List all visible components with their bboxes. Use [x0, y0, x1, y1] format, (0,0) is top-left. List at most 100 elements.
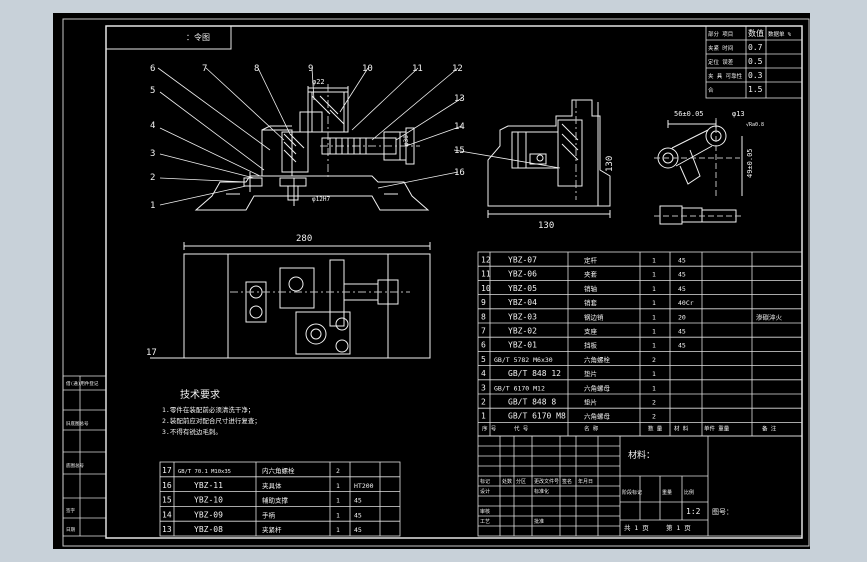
param-cell: 夹紧 时间	[708, 44, 733, 52]
bom-left-cell: 夹具体	[262, 481, 282, 490]
bom-right-cell: YBZ-03	[508, 312, 537, 321]
bom-right-cell: YBZ-05	[508, 284, 537, 293]
roughness: √Ra0.8	[746, 122, 764, 128]
bom-left-cell: 15	[162, 496, 172, 505]
bom-header-cell: 代 号	[514, 424, 529, 432]
bom-right-cell: 4	[481, 369, 486, 378]
title-block-grid	[477, 435, 803, 537]
bom-right-cell: 1	[652, 384, 656, 392]
title-label-design: 设计	[480, 488, 490, 495]
tech-req-line-3: 3.不得有锐边毛刺。	[162, 427, 222, 436]
title-label-date: 年月日	[578, 478, 593, 485]
tech-req-title: 技术要求	[180, 388, 220, 401]
dim-130-height: 130	[605, 156, 615, 172]
bom-left-cell: HT200	[354, 482, 374, 490]
bom-left-cell: 1	[336, 526, 340, 534]
title-label-scale: 比例	[684, 489, 694, 496]
bom-right-cell: 20	[678, 313, 686, 321]
side-label-3: 签字	[66, 507, 75, 514]
bom-left-cell: 45	[354, 526, 362, 534]
balloon-4: 4	[150, 121, 155, 131]
bom-right-cell: 2	[652, 399, 656, 407]
balloon-1: 1	[150, 201, 155, 211]
bom-right-cell: 40Cr	[678, 299, 694, 307]
title-label-stage: 阶段标记	[622, 489, 642, 496]
side-table	[62, 375, 107, 537]
balloon-9: 9	[308, 64, 313, 74]
bom-right-cell: 挡板	[584, 341, 598, 350]
bom-right-cell: GB/T 848 8	[508, 398, 556, 407]
title-label-process: 工艺	[480, 519, 490, 525]
bom-header-cell: 数 量	[648, 424, 663, 432]
bom-right-cell: 45	[678, 257, 686, 265]
balloon-6: 6	[150, 64, 155, 74]
side-label-2: 底图总号	[66, 462, 84, 469]
title-label-change: 更改文件号	[534, 478, 559, 485]
side-label-0: 借(通)用件登记	[66, 380, 99, 387]
title-label-review: 审核	[480, 508, 490, 515]
tech-req-line-1: 1.零件在装配前必须清洗干净；	[162, 405, 254, 414]
bom-left-grid	[159, 461, 401, 537]
bom-right-cell: 2	[652, 356, 656, 364]
param-cell: 夹 具 可靠性	[708, 72, 743, 80]
param-cell: 0.3	[748, 71, 763, 80]
dim-phi30: φ30	[403, 135, 410, 146]
bom-right-cell: 1	[652, 342, 656, 350]
bom-right-cell: 1	[652, 328, 656, 336]
bom-right-cell: 销轴	[584, 284, 598, 293]
param-cell: 1.5	[748, 85, 763, 94]
bom-left-cell: YBZ-10	[194, 496, 223, 505]
balloon-16: 16	[454, 168, 465, 178]
balloon-3: 3	[150, 149, 155, 159]
title-scale: 1:2	[686, 507, 701, 516]
dim-130-width: 130	[538, 221, 554, 231]
bom-header-cell: 单件 重量	[704, 424, 730, 432]
bom-right-cell: GB/T 848 12	[508, 369, 561, 378]
bom-right-cell: 定杆	[584, 256, 598, 265]
bom-left-cell: 辅助支撑	[262, 496, 289, 505]
bom-header-cell: 材 料	[674, 424, 689, 432]
bom-right-cell: YBZ-02	[508, 327, 537, 336]
balloon-11: 11	[412, 64, 423, 74]
title-label-approve: 批准	[534, 518, 544, 525]
tech-req-line-2: 2.装配前应对配合尺寸进行复查；	[162, 416, 261, 425]
title-label-count: 处数	[502, 478, 512, 485]
detail-view	[654, 118, 744, 225]
bom-left-cell: 手柄	[262, 510, 276, 519]
param-cell: 数值	[748, 28, 764, 38]
bom-left-cell: 1	[336, 497, 340, 505]
title-cell-text: ：令图	[186, 32, 210, 42]
balloon-5: 5	[150, 86, 155, 96]
title-drawing-no: 图号：	[712, 508, 733, 516]
bom-right-cell: YBZ-07	[508, 256, 537, 265]
bom-left-cell: 45	[354, 511, 362, 519]
bom-right-cell: 钢边销	[584, 312, 604, 321]
param-table-grid	[705, 25, 803, 99]
bom-right-cell: GB/T 5782 M6x30	[494, 356, 553, 364]
bom-right-cell: 10	[481, 284, 491, 293]
bom-right-cell: 1	[652, 257, 656, 265]
bom-right-cell: 2	[481, 398, 486, 407]
bom-right-cell: 3	[481, 383, 486, 392]
bom-right-cell: 垫片	[584, 369, 597, 378]
bom-right-cell: 1	[652, 285, 656, 293]
param-cell: 0.5	[748, 57, 763, 66]
bom-left-cell: 13	[162, 525, 172, 534]
bom-right-cell: 9	[481, 298, 486, 307]
balloon-2: 2	[150, 173, 155, 183]
bom-right-cell: 45	[678, 285, 686, 293]
title-material: 材料：	[628, 449, 655, 461]
bom-left-cell: 1	[336, 482, 340, 490]
bom-right-cell: 1	[652, 313, 656, 321]
balloon-12: 12	[452, 64, 463, 74]
bom-right-cell: YBZ-01	[508, 341, 537, 350]
title-label-weight: 重量	[662, 489, 672, 496]
title-label-zone: 分区	[516, 478, 526, 485]
bom-right-cell: 渗碳淬火	[756, 312, 783, 321]
bom-right-cell: 2	[652, 413, 656, 421]
bom-right-cell: GB/T 6170 M12	[494, 384, 545, 392]
